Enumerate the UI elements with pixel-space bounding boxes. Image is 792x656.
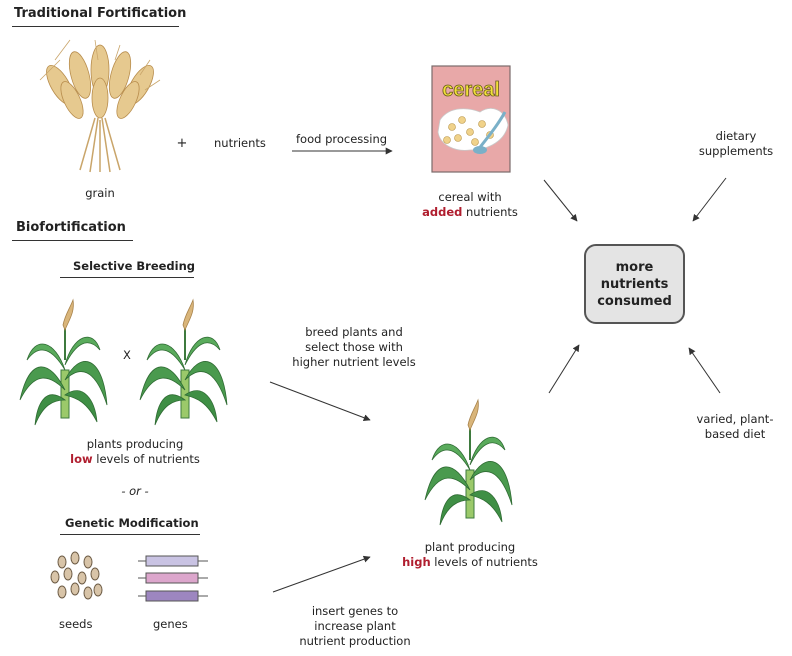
- breed-line1: breed plants and: [305, 325, 403, 339]
- arrow-breeding-to-plant: [269, 381, 371, 422]
- arrow-supplements-to-box: [692, 177, 727, 222]
- insert-line1: insert genes to: [311, 604, 399, 618]
- cereal-rest: nutrients: [462, 205, 518, 219]
- genes-illustration: [138, 555, 208, 602]
- label-low-nutrients: plants producing low levels of nutrients: [60, 437, 210, 467]
- high-line1: plant producing: [424, 540, 516, 554]
- varied-line2: based diet: [704, 427, 766, 441]
- label-dietary-supplements: dietary supplements: [696, 129, 776, 159]
- cereal-box-illustration: cereal: [431, 65, 511, 173]
- arrow-diet-to-box: [688, 347, 721, 394]
- label-plus: +: [176, 136, 188, 151]
- wheat-grain-illustration: [39, 39, 161, 173]
- high-rest: levels of nutrients: [430, 555, 538, 569]
- varied-line1: varied, plant-: [696, 412, 774, 426]
- cereal-added-word: added: [422, 205, 463, 219]
- plant-low-right: [139, 299, 228, 426]
- dietary-line1: dietary: [715, 129, 757, 143]
- box-line3: consumed: [597, 293, 672, 309]
- label-cross: X: [123, 348, 131, 362]
- label-seeds: seeds: [59, 617, 93, 631]
- seeds-illustration: [50, 551, 103, 600]
- heading-biofortification: Biofortification: [16, 220, 126, 235]
- cereal-box-text: cereal: [442, 79, 500, 101]
- heading-genetic-modification: Genetic Modification: [65, 516, 199, 530]
- label-grain: grain: [85, 186, 115, 200]
- cereal-line1: cereal with: [438, 190, 502, 204]
- more-nutrients-consumed-box: more nutrients consumed: [584, 244, 685, 324]
- underline-selective-breeding: [60, 277, 194, 278]
- label-breed-text: breed plants and select those with highe…: [292, 325, 416, 370]
- label-nutrients: nutrients: [214, 136, 266, 150]
- label-or: - or -: [121, 484, 149, 498]
- underline-biofortification: [12, 240, 133, 241]
- underline-genetic-modification: [60, 534, 200, 535]
- breed-line3: higher nutrient levels: [292, 355, 416, 369]
- label-cereal-added: cereal with added nutrients: [405, 190, 535, 220]
- label-varied-diet: varied, plant- based diet: [690, 412, 780, 442]
- plant-high: [424, 399, 513, 526]
- arrow-plant-to-box: [548, 344, 580, 394]
- heading-traditional-fortification: Traditional Fortification: [14, 6, 187, 21]
- dietary-line2: supplements: [698, 144, 774, 158]
- underline-traditional: [12, 26, 179, 27]
- arrow-cereal-to-box: [543, 179, 578, 222]
- low-line1: plants producing: [86, 437, 184, 451]
- insert-line2: increase plant: [314, 619, 396, 633]
- box-line2: nutrients: [600, 276, 669, 292]
- arrow-genes-to-plant: [272, 555, 371, 593]
- low-word: low: [70, 452, 93, 466]
- label-food-processing: food processing: [296, 132, 388, 146]
- heading-selective-breeding: Selective Breeding: [73, 259, 196, 273]
- high-word: high: [402, 555, 431, 569]
- label-insert-text: insert genes to increase plant nutrient …: [295, 604, 415, 649]
- label-high-nutrients: plant producing high levels of nutrients: [395, 540, 545, 570]
- insert-line3: nutrient production: [299, 634, 411, 648]
- breed-line2: select those with: [305, 340, 403, 354]
- box-line1: more: [615, 259, 654, 275]
- label-genes: genes: [153, 617, 188, 631]
- plant-low-left: [19, 299, 108, 426]
- low-rest: levels of nutrients: [92, 452, 200, 466]
